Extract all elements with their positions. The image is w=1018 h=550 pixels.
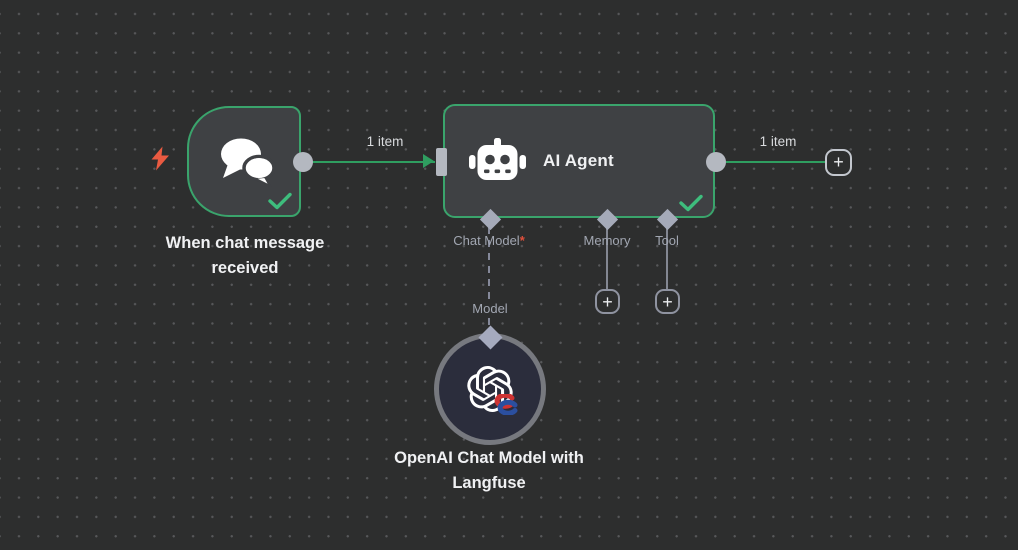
agent-success-check-icon — [679, 194, 703, 212]
openai-logo-icon — [467, 366, 513, 413]
edge-trigger-to-agent — [303, 160, 435, 163]
edge-chat-model-dashed — [488, 227, 491, 329]
node-openai-chat-model[interactable] — [434, 333, 546, 445]
edge-agent-output — [726, 160, 826, 163]
node-when-chat-message-received[interactable] — [187, 106, 301, 217]
model-edge-label: Model — [450, 300, 530, 317]
add-memory-button[interactable]: + — [595, 289, 620, 314]
add-node-button[interactable]: + — [825, 148, 852, 176]
tool-port-label: Tool — [655, 233, 679, 248]
edge-arrowhead-icon — [423, 154, 434, 168]
trigger-bolt-icon — [151, 146, 169, 171]
memory-port-label: Memory — [583, 233, 631, 248]
edge-trigger-items-label: 1 item — [366, 134, 404, 149]
plus-icon: + — [602, 291, 613, 312]
langfuse-badge-icon — [494, 394, 518, 415]
plus-icon: + — [833, 152, 844, 172]
edge-memory-stub — [605, 227, 609, 290]
edge-tool-stub — [665, 227, 669, 290]
trigger-output-endpoint[interactable] — [293, 152, 313, 172]
model-edge-text: Model — [467, 300, 513, 317]
plus-icon: + — [662, 291, 673, 312]
agent-node-title: AI Agent — [543, 151, 614, 170]
robot-icon — [469, 138, 526, 180]
trigger-success-check-icon — [268, 192, 292, 210]
agent-input-endpoint[interactable] — [436, 148, 447, 176]
model-node-title: OpenAI Chat Model with Langfuse — [394, 449, 584, 492]
edge-agent-items-label: 1 item — [759, 134, 797, 149]
chat-model-port-label: Chat Model* — [429, 233, 549, 248]
agent-output-endpoint[interactable] — [706, 152, 726, 172]
trigger-node-title: When chat message received — [165, 234, 325, 277]
add-tool-button[interactable]: + — [655, 289, 680, 314]
node-ai-agent[interactable]: AI Agent — [443, 104, 715, 218]
chat-model-port-text: Chat Model — [453, 233, 520, 248]
required-marker: * — [519, 233, 525, 248]
chat-bubbles-icon — [221, 138, 276, 187]
